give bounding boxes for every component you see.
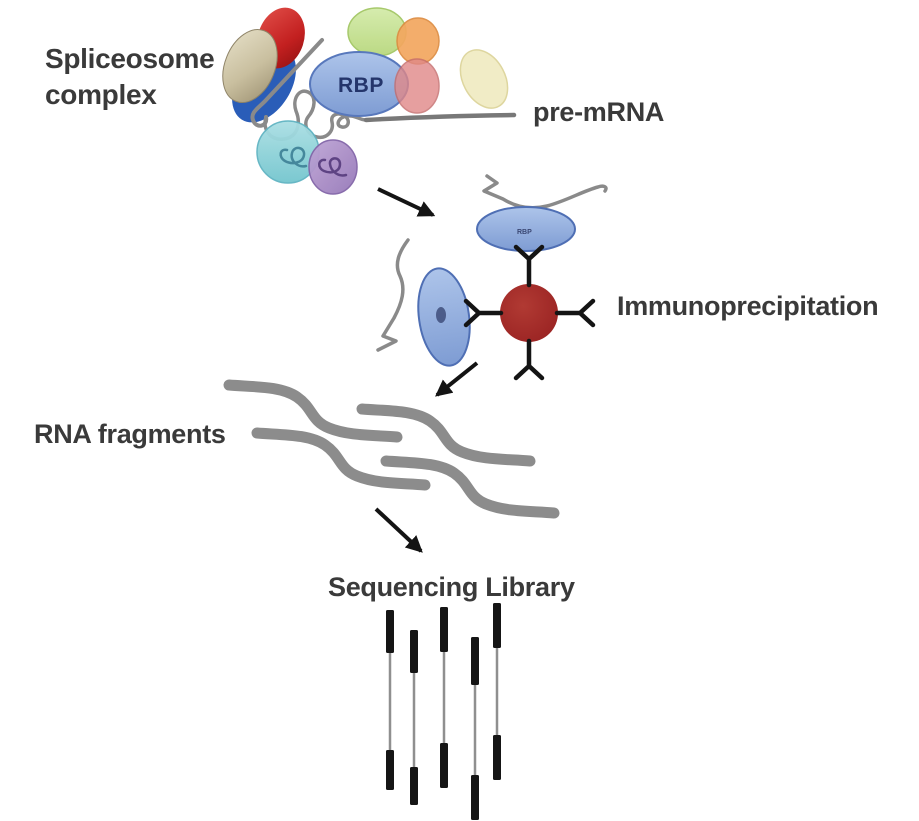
library-molecule bbox=[471, 637, 479, 820]
antibody-y-right-icon bbox=[554, 298, 596, 328]
spliceosome-subunit-tan bbox=[222, 29, 278, 103]
library-molecule bbox=[386, 610, 394, 790]
antibody-y-top-icon bbox=[513, 244, 545, 288]
rbp-label: RBP bbox=[338, 74, 384, 97]
arrow-fragments-to-library-icon bbox=[374, 507, 423, 553]
rna-fragment bbox=[356, 403, 536, 467]
library-adapter-bottom bbox=[410, 767, 418, 805]
rbp-small-mark bbox=[436, 307, 446, 323]
library-molecule bbox=[493, 603, 501, 780]
pre-mrna-line bbox=[363, 112, 517, 123]
spliceosome-complex: RBP bbox=[222, 7, 509, 195]
sequencing-library-group bbox=[386, 603, 501, 820]
sequencing-library-label: Sequencing Library bbox=[328, 572, 575, 602]
rna-fragment bbox=[223, 379, 403, 443]
library-adapter-top bbox=[471, 637, 479, 685]
antibody-bead bbox=[500, 284, 558, 342]
library-adapter-top bbox=[386, 610, 394, 653]
antibody-arms-group bbox=[463, 244, 596, 381]
rna-loop-in-cyan-subunit bbox=[279, 146, 308, 168]
antibody-y-bottom-icon bbox=[513, 338, 545, 381]
library-molecule bbox=[440, 607, 448, 788]
arrow-spliceosome-to-immunoprecipitation-icon bbox=[377, 187, 436, 217]
spliceosome-label-line1: Spliceosome bbox=[45, 43, 214, 74]
library-adapter-top bbox=[440, 607, 448, 652]
library-molecule bbox=[410, 630, 418, 805]
spliceosome-subunit-salmon bbox=[394, 58, 440, 114]
library-adapter-bottom bbox=[386, 750, 394, 790]
spliceosome-label-line2: complex bbox=[45, 79, 157, 110]
immunoprecipitation-group: RBP bbox=[376, 174, 608, 381]
library-adapter-bottom bbox=[440, 743, 448, 788]
immunoprecipitation-label: Immunoprecipitation bbox=[617, 291, 878, 321]
spliceosome-subunit-orange bbox=[396, 17, 440, 65]
library-adapter-bottom bbox=[493, 735, 501, 780]
spliceosome-subunit-green bbox=[347, 7, 407, 57]
rna-strand-left bbox=[376, 238, 410, 352]
antibody-y-left-icon bbox=[463, 298, 504, 328]
pre-mrna-label: pre-mRNA bbox=[533, 97, 664, 127]
library-adapter-top bbox=[493, 603, 501, 648]
library-adapter-top bbox=[410, 630, 418, 673]
spliceosome-subunit-purple bbox=[308, 139, 358, 195]
rbp-protein-captured-top bbox=[476, 206, 576, 252]
pre-mrna-strand-loops bbox=[263, 89, 367, 141]
spliceosome-subunit-pale-yellow bbox=[459, 49, 509, 109]
arrow-immunoprecipitation-to-fragments-icon bbox=[435, 361, 479, 397]
rna-loop-in-purple-subunit bbox=[318, 157, 348, 177]
rna-fragment bbox=[251, 427, 431, 491]
rna-fragments-label: RNA fragments bbox=[34, 419, 226, 449]
rna-fragment bbox=[380, 455, 560, 519]
rbp-small-label: RBP bbox=[517, 229, 532, 236]
rna-fragments-group bbox=[223, 379, 560, 519]
library-adapter-bottom bbox=[471, 775, 479, 820]
rna-strand-top bbox=[482, 174, 608, 210]
